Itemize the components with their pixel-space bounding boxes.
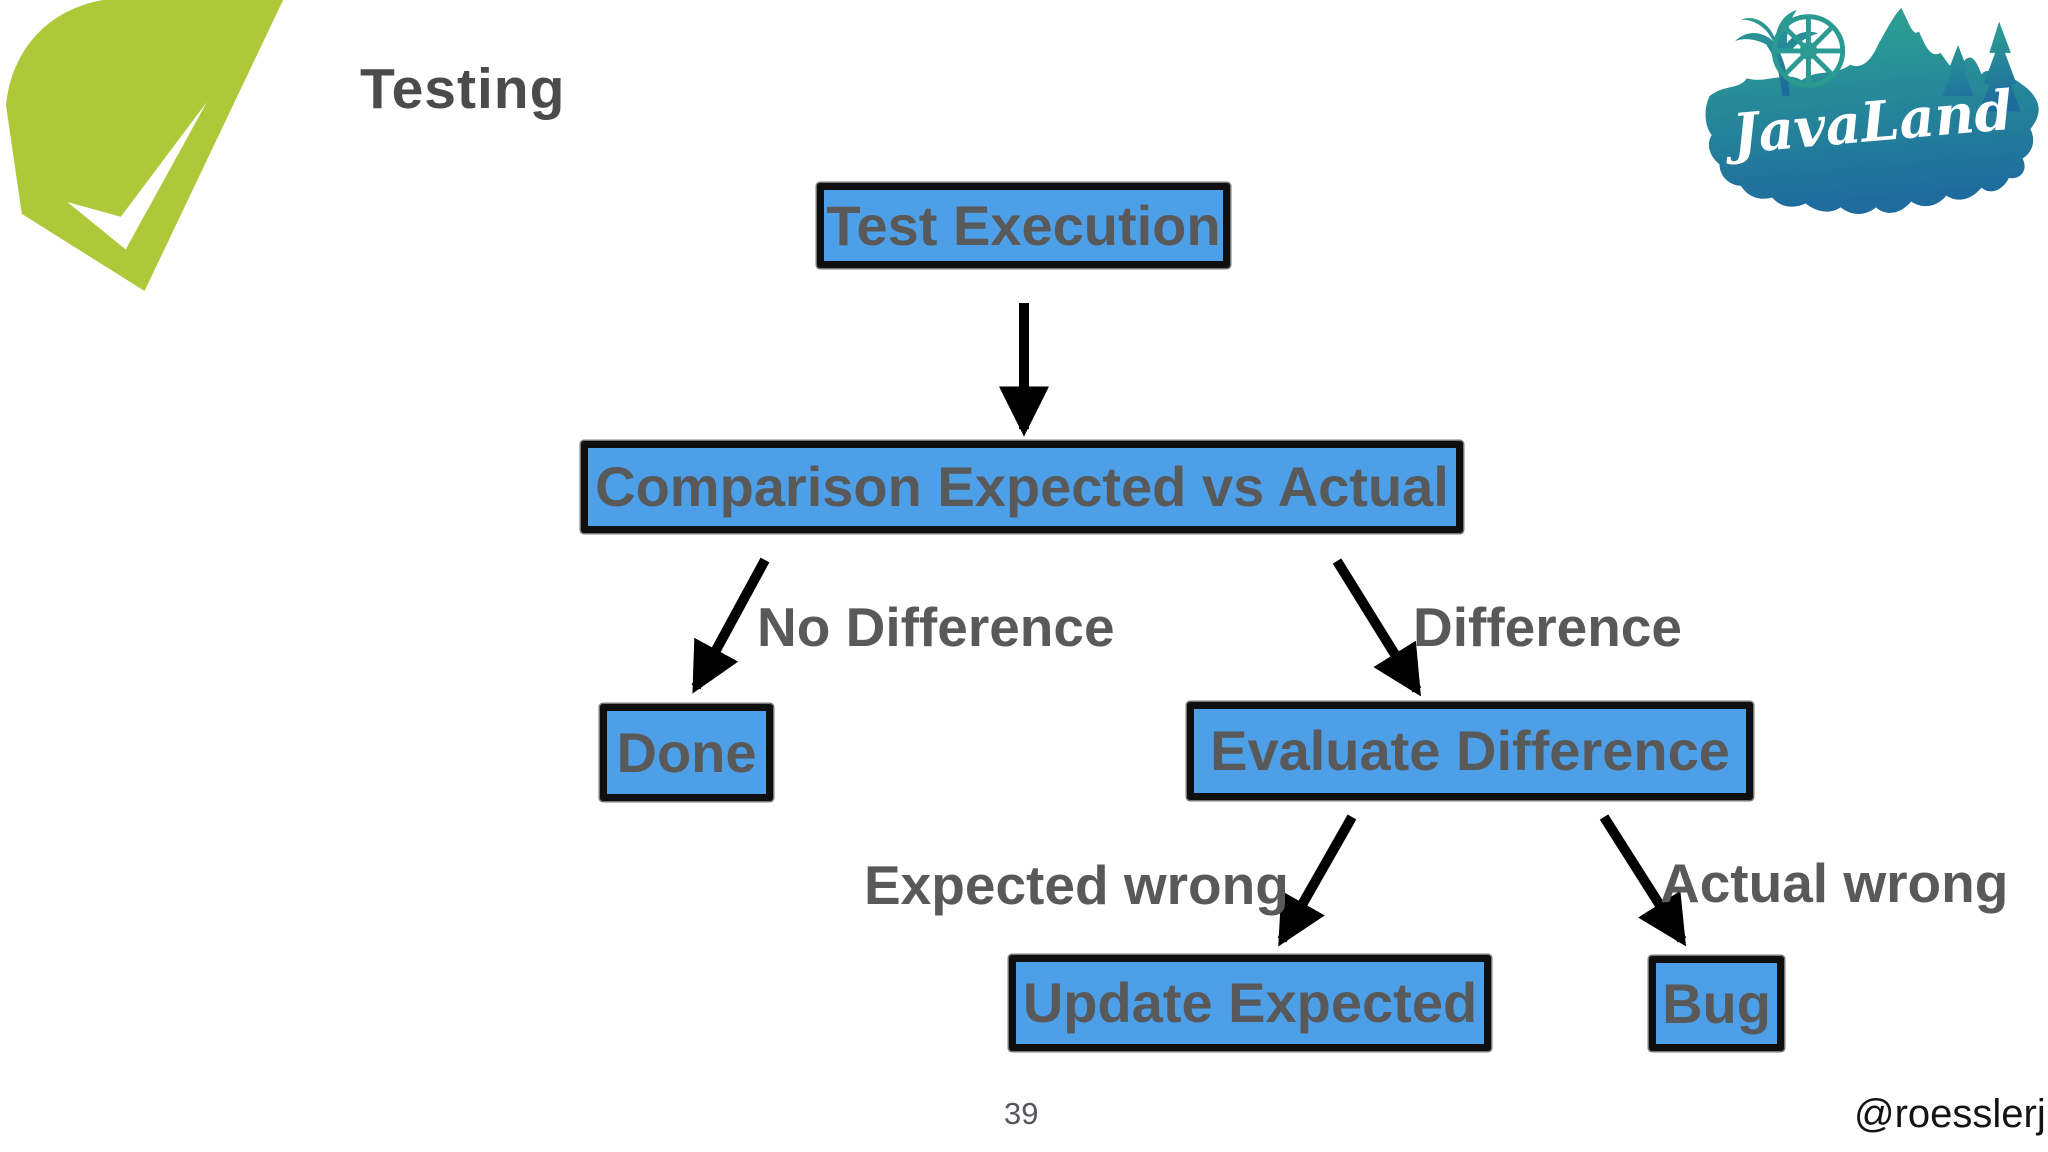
javaland-island-shape (1705, 7, 2039, 214)
flow-node-bug: Bug (1649, 956, 1784, 1051)
flow-node-label: Test Execution (826, 193, 1221, 257)
edge-label-no-difference: No Difference (757, 596, 1115, 658)
flow-node-label: Done (616, 720, 757, 784)
javaland-towers (1942, 21, 2021, 112)
javaland-logo: JavaLand (1705, 7, 2039, 214)
edge-label-actual-wrong: Actual wrong (1660, 852, 2009, 914)
edge-label-expected-wrong: Expected wrong (864, 854, 1289, 916)
flow-node-done: Done (600, 704, 773, 801)
page-number: 39 (1004, 1096, 1039, 1131)
flow-node-evaluate-difference: Evaluate Difference (1187, 702, 1753, 800)
checkmark-logo-icon (5, 0, 284, 292)
arrow-comparison-to-evaluate (1332, 558, 1422, 697)
flow-node-label: Bug (1662, 971, 1771, 1035)
javaland-ferris-wheel (1771, 14, 1846, 88)
flow-node-label: Evaluate Difference (1210, 719, 1730, 782)
flow-node-test-execution: Test Execution (817, 183, 1230, 268)
arrow-evaluate-to-update (1277, 814, 1357, 947)
flow-node-update-expected: Update Expected (1009, 955, 1491, 1051)
arrow-evaluate-to-bug (1599, 814, 1687, 947)
flow-node-label: Update Expected (1022, 971, 1478, 1034)
flow-node-label: Comparison Expected vs Actual (595, 455, 1449, 518)
slide-title: Testing (360, 57, 566, 121)
flow-node-comparison: Comparison Expected vs Actual (581, 441, 1463, 533)
arrow-comparison-to-done (691, 557, 770, 694)
twitter-handle: @roesslerj (1854, 1092, 2046, 1136)
edge-label-difference: Difference (1413, 596, 1682, 658)
